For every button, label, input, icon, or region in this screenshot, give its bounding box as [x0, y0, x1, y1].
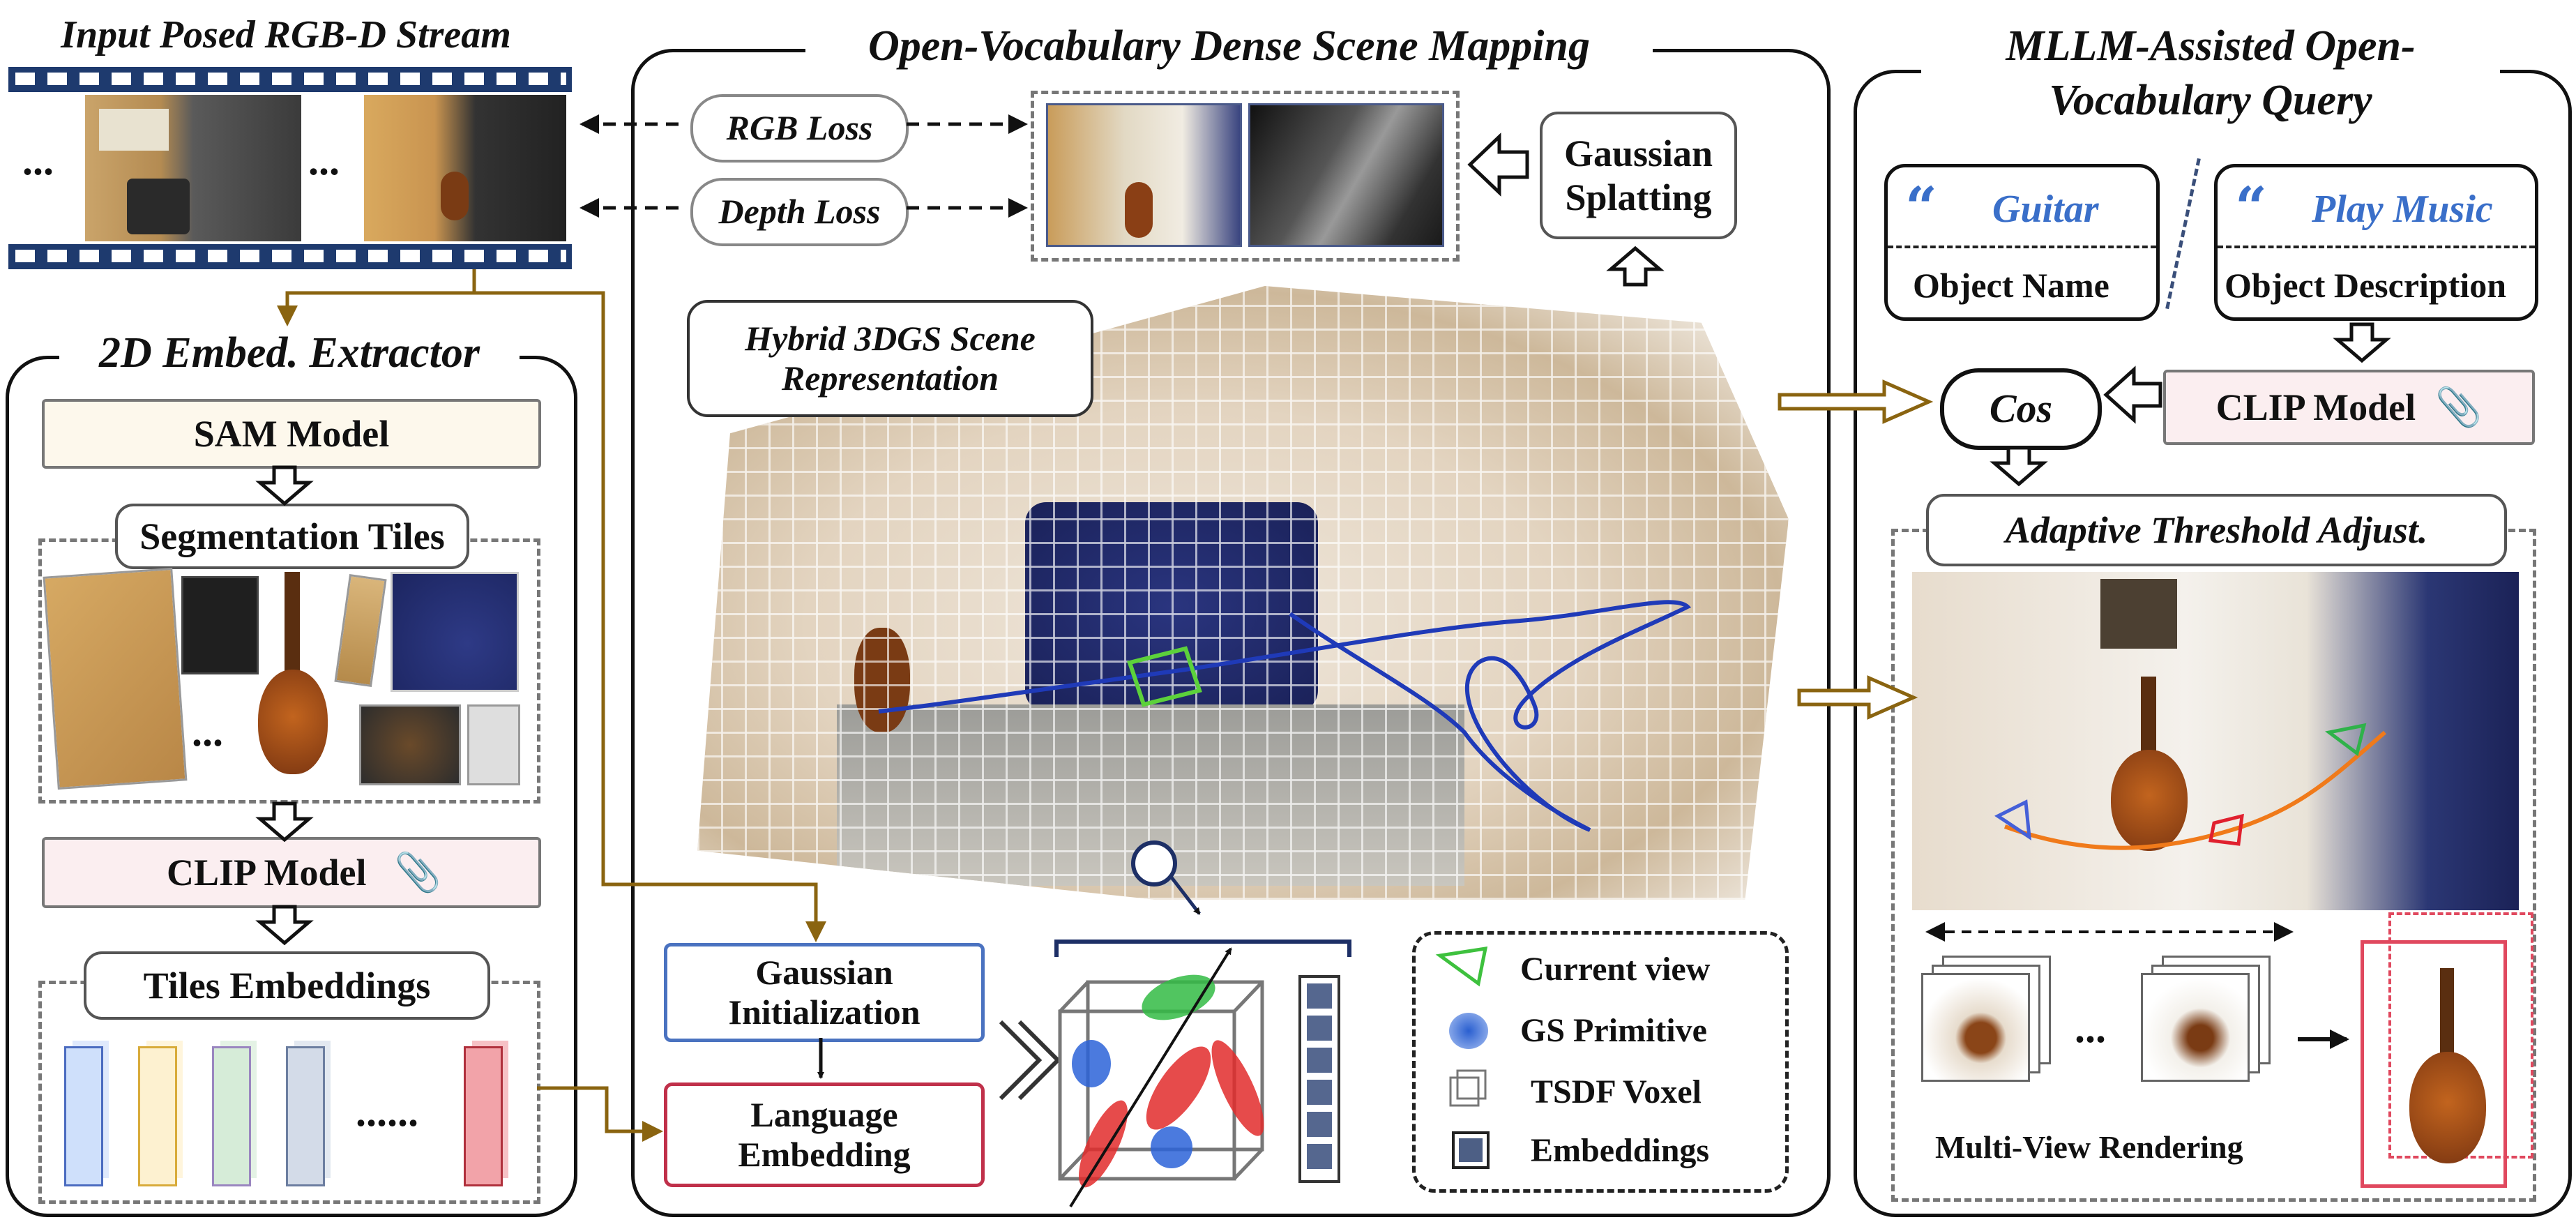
language-embedding-box: Language Embedding [664, 1083, 985, 1187]
rgbd-frame-1 [85, 95, 301, 241]
embedding-column [1298, 975, 1340, 1183]
query-result-render [1912, 572, 2519, 910]
left-arrow-render [1467, 133, 1529, 197]
query-clip-label: CLIP Model [2215, 386, 2416, 428]
gold-arrow-to-result [1797, 675, 1918, 720]
gold-arrow-to-cos [1778, 379, 1934, 424]
quote-icon-2: “ [2235, 174, 2268, 240]
emb-bar-yellow [138, 1046, 177, 1186]
play-music-desc-card: “ Play Music Object Description [2214, 164, 2538, 321]
legend-embeddings: Embeddings [1531, 1132, 1710, 1169]
magnifier-icon [1131, 840, 1177, 887]
rendered-depth [1248, 103, 1444, 247]
cos-node: Cos [1940, 368, 2102, 450]
mapping-title: Open-Vocabulary Dense Scene Mapping [805, 22, 1653, 70]
hollow-down-arrows [255, 322, 2391, 946]
seg-tile-painting [359, 704, 461, 785]
multiview-rendering-label: Multi-View Rendering [1935, 1129, 2243, 1165]
multiview-dots: ... [2075, 1005, 2106, 1051]
seg-tile-pillow [467, 704, 520, 785]
legend-embedding-square [1452, 1131, 1490, 1169]
hybrid-scene-render [697, 286, 1789, 900]
final-guitar-voxel [2361, 912, 2533, 1188]
stream-dots-b: ... [308, 137, 340, 183]
play-music-query-text: Play Music [2312, 188, 2493, 231]
stream-title: Input Posed RGB-D Stream [61, 13, 511, 56]
stream-dots-a: ... [22, 137, 54, 183]
quote-icon: “ [1905, 174, 1938, 240]
multiview-stack-1 [1921, 956, 2051, 1095]
emb-bar-green [212, 1046, 251, 1186]
up-arrow-splatting [1606, 246, 1665, 287]
seg-tiles-label: Segmentation Tiles [115, 504, 469, 569]
object-name-label: Object Name [1913, 266, 2109, 305]
legend-gs-primitive: GS Primitive [1520, 1012, 1707, 1049]
legend-box [1412, 931, 1789, 1193]
query-title: MLLM-Assisted Open-Vocabulary Query [1921, 20, 2500, 128]
rendered-rgb [1046, 103, 1242, 247]
camera-trajectory [878, 600, 1692, 832]
legend-voxel-icon [1449, 1069, 1487, 1107]
emb-bar-grey [286, 1046, 325, 1186]
legend-current-view: Current view [1520, 951, 1711, 988]
query-clip-box: CLIP Model 📎 [2163, 370, 2535, 445]
paperclip-icon-2: 📎 [2435, 386, 2483, 428]
final-guitar [2409, 968, 2486, 1163]
rgbd-frame-2 [364, 95, 566, 241]
render-frame [1031, 91, 1460, 262]
film-strip: ... ... [8, 67, 572, 269]
film-holes-top [15, 73, 566, 85]
left-arrow-cos [2103, 365, 2162, 424]
guitar-query-text: Guitar [1992, 188, 2099, 231]
seg-tile-piano [181, 576, 259, 674]
gaussian-splatting-box: Gaussian Splatting [1540, 112, 1737, 239]
legend-tsdf-voxel: TSDF Voxel [1531, 1073, 1702, 1110]
guitar-name-card: “ Guitar Object Name [1884, 164, 2160, 321]
multiview-stack-2 [2141, 956, 2271, 1095]
adaptive-threshold-box: Adaptive Threshold Adjust. [1926, 494, 2507, 566]
extractor-clip-box: CLIP Model 📎 [42, 837, 541, 908]
emb-bar-blue [64, 1046, 103, 1186]
hybrid-label-box: Hybrid 3DGS Scene Representation [687, 300, 1093, 417]
seg-tiles-dots: ... [192, 709, 223, 755]
emb-bar-red [464, 1046, 503, 1186]
extractor-title: 2D Embed. Extractor [59, 329, 520, 377]
depth-loss-pill: Depth Loss [690, 178, 909, 246]
legend-gs-dot [1449, 1013, 1488, 1049]
current-view-frustum [1127, 646, 1202, 707]
paperclip-icon: 📎 [394, 851, 441, 893]
object-description-label: Object Description [2225, 266, 2507, 305]
seg-tile-guitar [244, 572, 342, 781]
gaussian-init-box: Gaussian Initialization [664, 943, 985, 1042]
film-holes-bottom [15, 250, 566, 262]
rgb-loss-pill: RGB Loss [690, 94, 909, 163]
seg-tile-bed [391, 572, 519, 692]
result-painting [2100, 579, 2177, 649]
camera-frustum-icon [1435, 946, 1488, 987]
extractor-clip-label: CLIP Model [167, 851, 367, 893]
tiles-emb-label: Tiles Embeddings [84, 951, 490, 1020]
emb-dots: ...... [356, 1089, 418, 1135]
result-guitar [2107, 677, 2191, 851]
